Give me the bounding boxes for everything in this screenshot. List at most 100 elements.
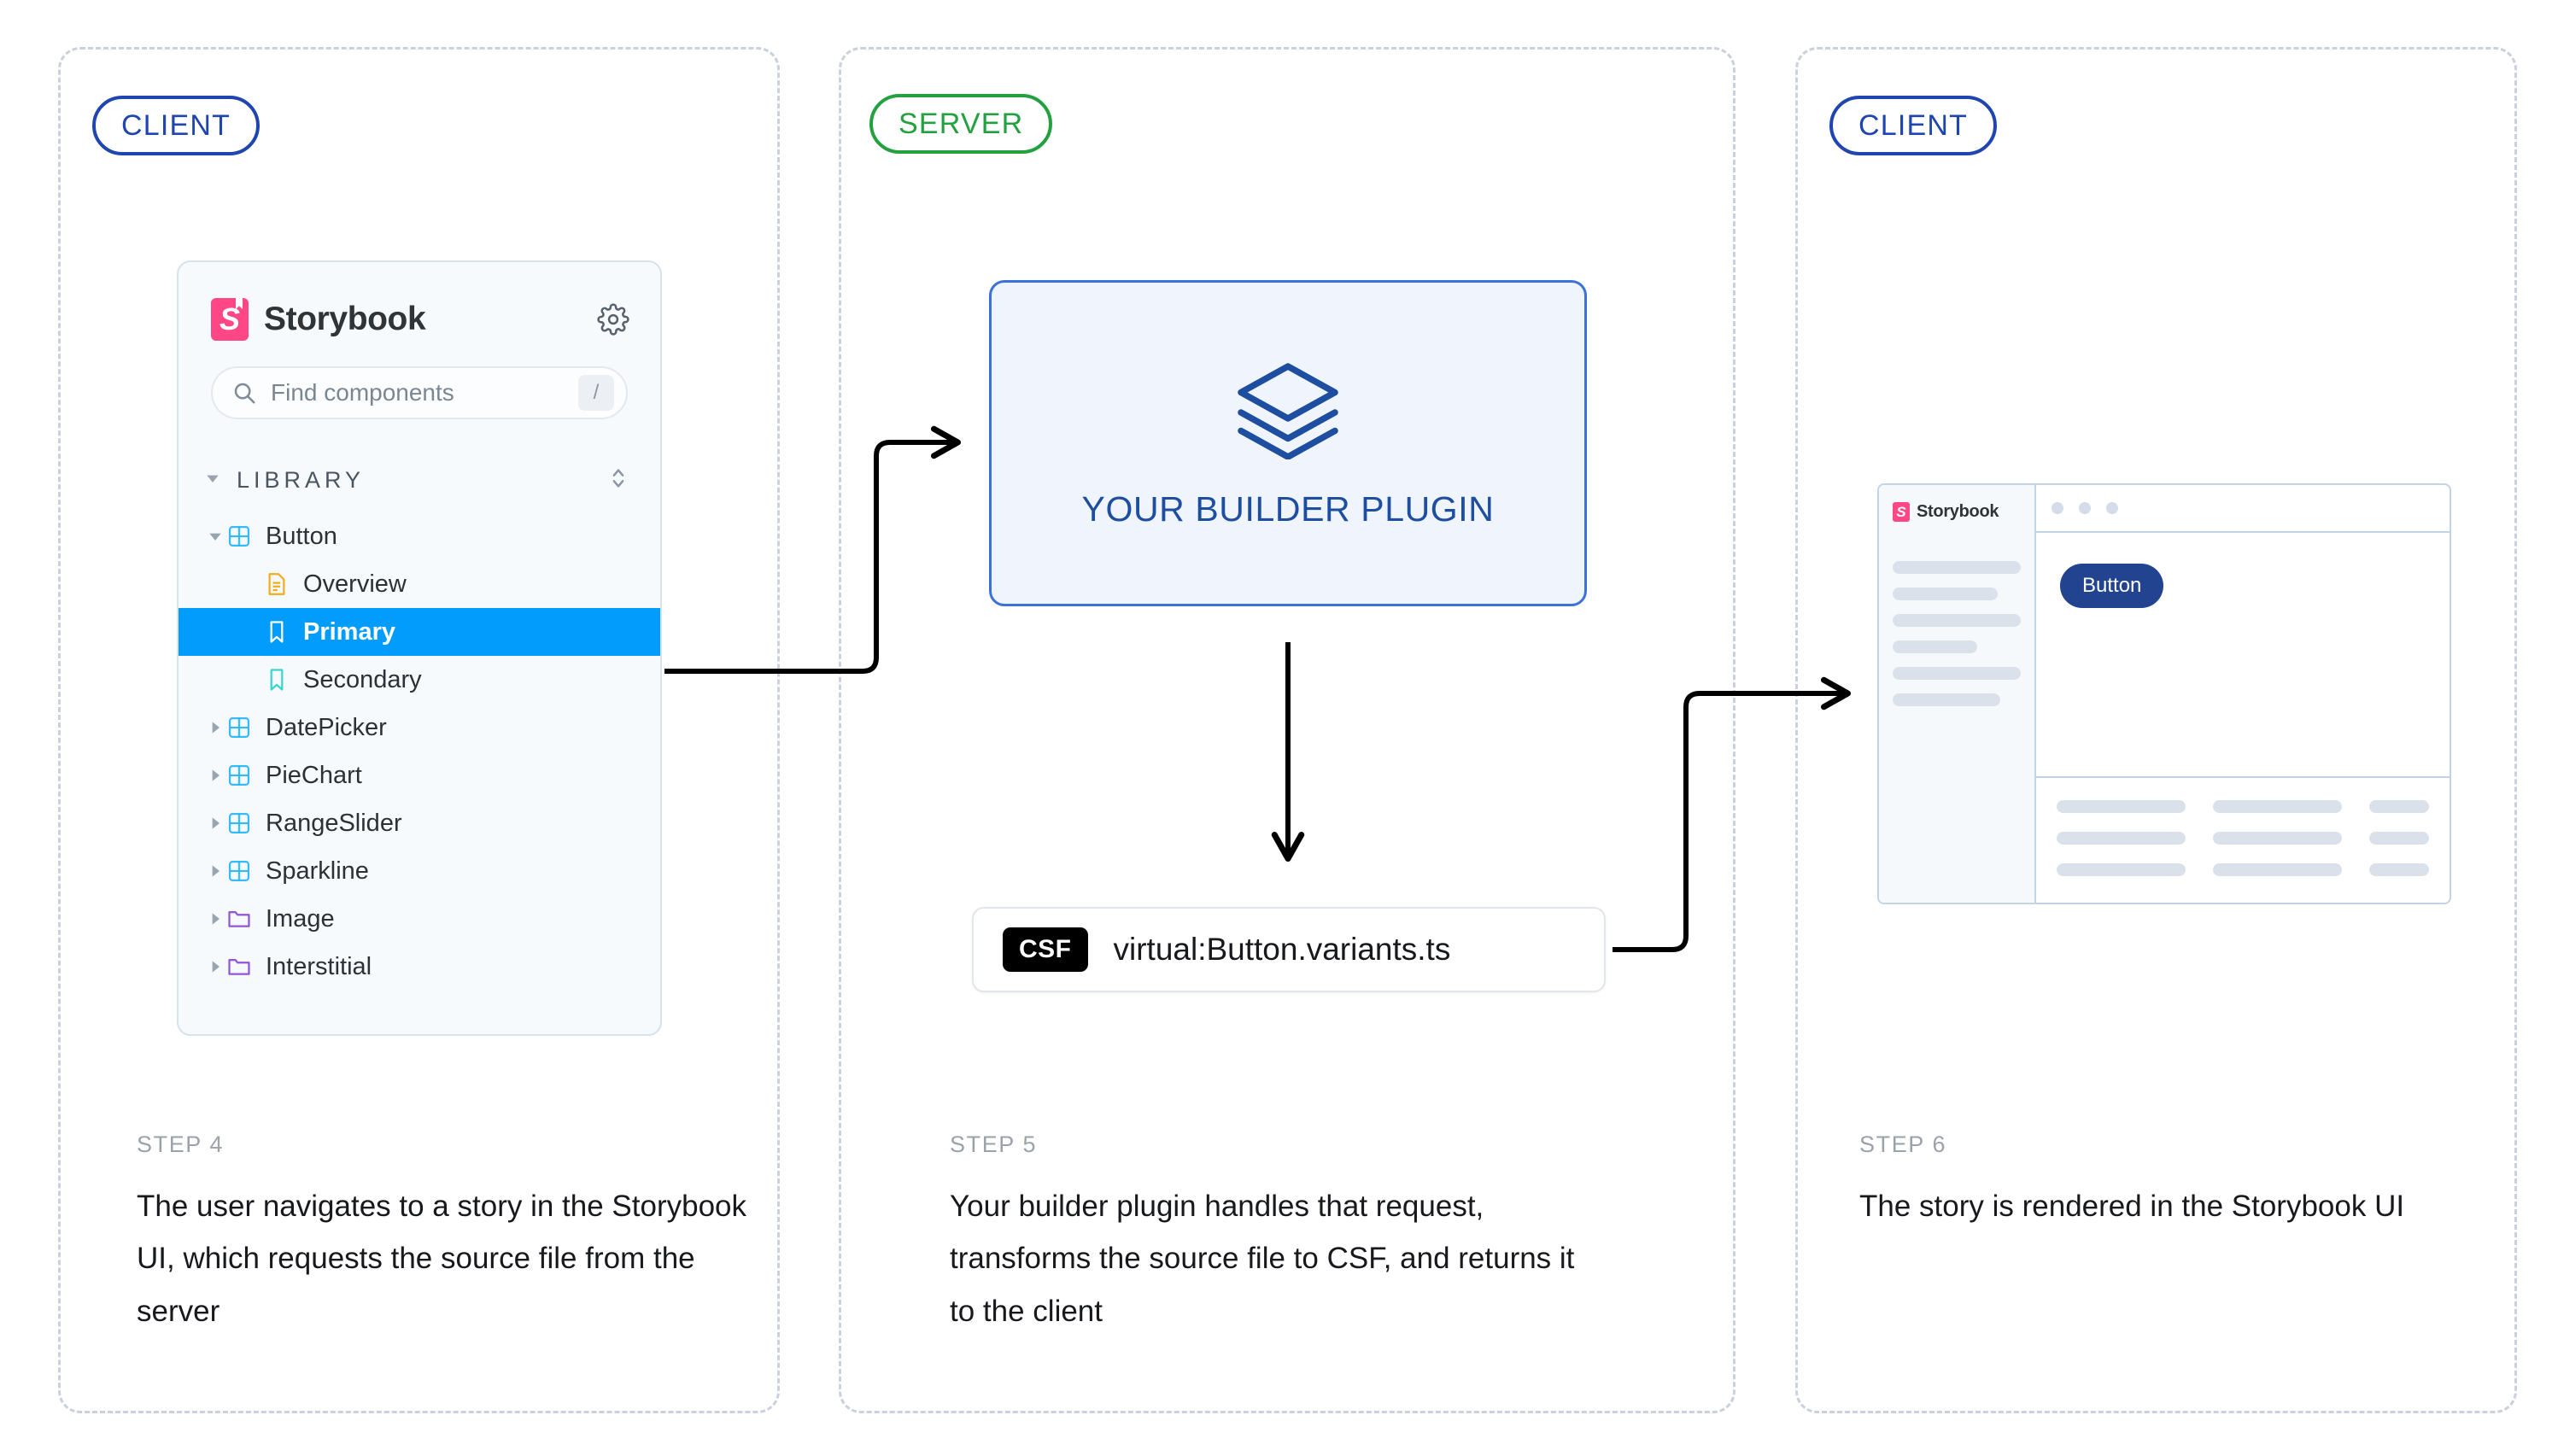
story-bookmark-icon — [264, 668, 290, 692]
storybook-header: S Storybook — [179, 262, 660, 341]
placeholder-bar — [2213, 832, 2342, 845]
placeholder-bar — [2057, 800, 2186, 813]
storybook-logo-letter: S — [219, 301, 240, 336]
step-6-caption: STEP 6 The story is rendered in the Stor… — [1859, 1131, 2508, 1232]
gear-icon[interactable] — [597, 303, 629, 336]
placeholder-bar — [1893, 667, 2021, 680]
storybook-brand-label: Storybook — [264, 301, 426, 337]
csf-badge: CSF — [1003, 927, 1088, 972]
step-kicker: STEP 4 — [137, 1131, 225, 1157]
search-icon — [234, 383, 255, 404]
placeholder-bar — [1893, 588, 1998, 600]
tree-item-button[interactable]: Button — [179, 512, 660, 560]
placeholder-bar — [2369, 832, 2429, 845]
tree-item-sparkline[interactable]: Sparkline — [179, 847, 660, 895]
twisty-right-icon[interactable] — [204, 958, 226, 975]
csf-filename: virtual:Button.variants.ts — [1113, 932, 1451, 967]
step-kicker: STEP 6 — [1859, 1131, 1947, 1157]
toolbar-dot-icon — [2106, 502, 2118, 514]
story-bookmark-icon — [264, 620, 290, 644]
lane-client-request — [58, 47, 780, 1413]
library-section-label: LIBRARY — [237, 467, 366, 493]
step-5-caption: STEP 5 Your builder plugin handles that … — [950, 1131, 1599, 1337]
document-icon — [264, 572, 290, 596]
placeholder-bar — [2213, 863, 2342, 876]
chevron-down-icon — [204, 470, 221, 491]
library-section-header[interactable]: LIBRARY — [204, 464, 628, 497]
badge-client-left: CLIENT — [92, 96, 260, 155]
tree-item-label: Button — [266, 522, 337, 550]
mini-brand-label: Storybook — [1917, 502, 1999, 521]
placeholder-bar — [2057, 863, 2186, 876]
placeholder-bar — [1893, 640, 1977, 653]
tree-item-image[interactable]: Image — [179, 895, 660, 943]
addon-column — [2213, 800, 2342, 903]
placeholder-bar — [2369, 863, 2429, 876]
component-grid-icon — [226, 859, 252, 883]
component-grid-icon — [226, 763, 252, 787]
csf-file-chip: CSF virtual:Button.variants.ts — [972, 907, 1606, 992]
placeholder-bar — [2369, 800, 2429, 813]
sort-updown-icon[interactable] — [609, 464, 628, 497]
mini-storybook-preview: S Storybook Button — [1877, 483, 2451, 904]
component-grid-icon — [226, 524, 252, 548]
tree-item-label: Overview — [303, 570, 407, 598]
layers-icon — [1232, 357, 1344, 464]
mini-toolbar — [2036, 485, 2450, 533]
tree-item-rangeslider[interactable]: RangeSlider — [179, 799, 660, 847]
tree-item-label: Secondary — [303, 665, 422, 693]
tree-item-label: PieChart — [266, 761, 362, 789]
toolbar-dot-icon — [2052, 502, 2063, 514]
mini-story-canvas: Button — [2036, 533, 2450, 776]
storybook-sidebar-card: S Storybook Find components / LIBRARY — [177, 260, 662, 1036]
folder-icon — [226, 908, 252, 930]
twisty-right-icon[interactable] — [204, 862, 226, 880]
tree-item-label: Image — [266, 904, 335, 933]
placeholder-bar — [2057, 832, 2186, 845]
twisty-down-icon[interactable] — [204, 528, 226, 545]
placeholder-bar — [2213, 800, 2342, 813]
mini-sidebar: S Storybook — [1879, 485, 2036, 903]
twisty-right-icon[interactable] — [204, 719, 226, 736]
placeholder-bar — [1893, 561, 2021, 574]
twisty-right-icon[interactable] — [204, 815, 226, 832]
tree-item-label: Sparkline — [266, 857, 369, 885]
placeholder-bar — [1893, 614, 2021, 627]
badge-server: SERVER — [869, 94, 1053, 154]
step-4-caption: STEP 4 The user navigates to a story in … — [137, 1131, 786, 1337]
search-shortcut-badge: / — [578, 375, 614, 411]
component-grid-icon — [226, 811, 252, 835]
addon-column — [2369, 800, 2429, 903]
storybook-logo-icon: S — [211, 298, 249, 341]
badge-client-right: CLIENT — [1829, 96, 1998, 155]
builder-plugin-label: YOUR BUILDER PLUGIN — [1081, 489, 1495, 529]
tree-item-primary[interactable]: Primary — [179, 608, 660, 656]
step-text: The user navigates to a story in the Sto… — [137, 1190, 746, 1328]
addon-column — [2057, 800, 2186, 903]
folder-icon — [226, 956, 252, 978]
tree-item-overview[interactable]: Overview — [179, 560, 660, 608]
step-text: The story is rendered in the Storybook U… — [1859, 1190, 2405, 1223]
tree-item-label: DatePicker — [266, 713, 387, 741]
tree-item-secondary[interactable]: Secondary — [179, 656, 660, 704]
mini-sidebar-placeholder-list — [1893, 561, 2021, 706]
search-input[interactable]: Find components / — [211, 366, 628, 419]
storybook-logo-letter: S — [1896, 504, 1906, 520]
twisty-right-icon[interactable] — [204, 910, 226, 927]
search-placeholder: Find components — [271, 379, 454, 406]
builder-plugin-card: YOUR BUILDER PLUGIN — [989, 280, 1587, 606]
tree-item-label: RangeSlider — [266, 809, 402, 837]
tree-item-datepicker[interactable]: DatePicker — [179, 704, 660, 751]
toolbar-dot-icon — [2079, 502, 2091, 514]
tree-item-interstitial[interactable]: Interstitial — [179, 943, 660, 991]
mini-main-area: Button — [2036, 485, 2450, 903]
step-kicker: STEP 5 — [950, 1131, 1038, 1157]
tree-item-label: Primary — [303, 617, 396, 646]
twisty-right-icon[interactable] — [204, 767, 226, 784]
step-text: Your builder plugin handles that request… — [950, 1190, 1575, 1328]
mini-brand: S Storybook — [1893, 502, 2021, 522]
rendered-button[interactable]: Button — [2060, 564, 2164, 608]
tree-item-piechart[interactable]: PieChart — [179, 751, 660, 799]
